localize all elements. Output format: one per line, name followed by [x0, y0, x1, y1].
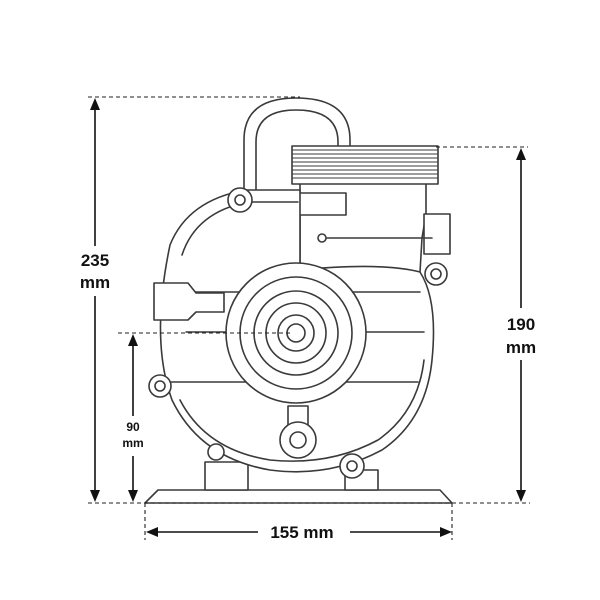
- pump-illustration: [144, 97, 453, 504]
- pump-volute-rim: [179, 359, 425, 462]
- overall-height-unit: mm: [80, 273, 110, 292]
- pump-handle: [243, 97, 351, 206]
- dimension-guides: [88, 96, 530, 540]
- base-width-label: 155 mm: [270, 523, 333, 542]
- pump-drain-plug-center: [289, 431, 307, 449]
- dimension-port-height: 190 mm: [506, 148, 536, 502]
- pump-foot-left: [204, 461, 249, 491]
- overall-height-value: 235: [81, 251, 109, 270]
- port-height-value: 190: [507, 315, 535, 334]
- pump-thread-lines: [292, 149, 438, 179]
- pump-drain-plug: [279, 421, 317, 459]
- pump-outlet-bracket: [297, 192, 347, 216]
- pump-bolt-lugs: [148, 187, 448, 479]
- dimension-base-width: 155 mm: [146, 523, 452, 542]
- port-height-unit: mm: [506, 338, 536, 357]
- dimension-overall-height: 235 mm: [80, 98, 110, 502]
- pump-base-plate: [144, 489, 453, 504]
- shaft-height-value: 90: [126, 420, 140, 434]
- dimension-shaft-height: 90 mm: [122, 334, 144, 502]
- pump-outlet-clip: [423, 213, 451, 255]
- pump-motor-ring-5: [277, 314, 315, 352]
- pump-handle-inner: [255, 109, 339, 206]
- shaft-height-unit: mm: [122, 436, 143, 450]
- pump-rod-end: [317, 233, 327, 243]
- pump-side-fitting: [153, 282, 225, 321]
